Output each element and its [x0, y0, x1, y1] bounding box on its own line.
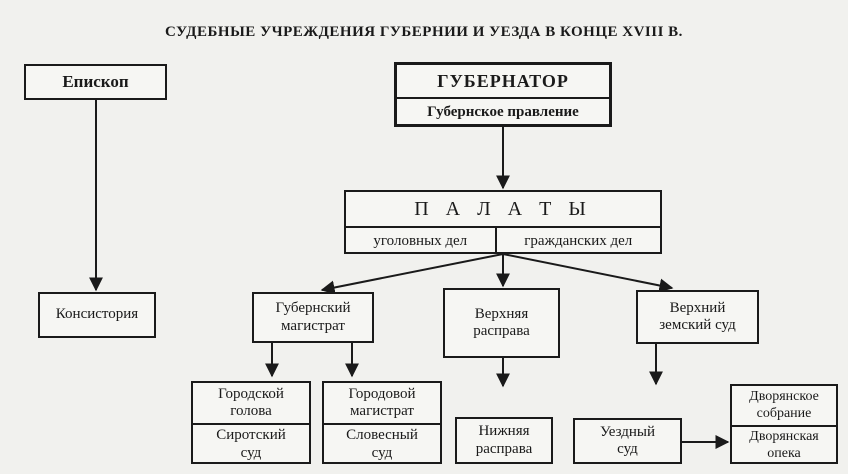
palaty-header: П А Л А Т Ы — [346, 192, 660, 228]
sirotskiy-sud-label: Сиротский суд — [216, 427, 286, 461]
dvoryanskie-stack: Дворянское собрание Дворянская опека — [730, 384, 838, 464]
gub-magistrat-label: Губернский магистрат — [275, 300, 351, 334]
palaty-block: П А Л А Т Ы уголовных дел гражданских де… — [344, 190, 662, 254]
verkhnyaya-rasprava-box: Верхняя расправа — [443, 288, 560, 358]
arrow-palaty-verkhzem — [502, 253, 674, 293]
diagram-title: СУДЕБНЫЕ УЧРЕЖДЕНИЯ ГУБЕРНИИ И УЕЗДА В К… — [165, 24, 683, 40]
consistory-box: Консистория — [38, 292, 156, 338]
dvoryanskoe-sobranie-label: Дворянское собрание — [749, 389, 819, 421]
criminal-label: уголовных дел — [373, 232, 468, 249]
governor-header: ГУБЕРНАТОР — [397, 65, 609, 99]
governor-label: ГУБЕРНАТОР — [437, 70, 569, 91]
dvoryanskaya-opeka-label: Дворянская опека — [749, 429, 819, 461]
arrow-palaty-gubmag — [320, 253, 504, 295]
verkhniy-zemskiy-sud-label: Верхний земский суд — [659, 299, 736, 333]
governor-block: ГУБЕРНАТОР Губернское правление — [394, 62, 612, 127]
palaty-departments: уголовных дел гражданских дел — [346, 228, 660, 254]
gorodovoy-magistrat-cell: Городовой магистрат — [324, 383, 440, 425]
slovesny-sud-label: Словесный суд — [346, 427, 418, 461]
civil-chamber: гражданских дел — [497, 228, 660, 254]
provincial-board-label: Губернское правление — [427, 104, 579, 120]
nizhnyaya-rasprava-label: Нижняя расправа — [475, 423, 533, 457]
verkhnyaya-rasprava-label: Верхняя расправа — [473, 305, 530, 339]
dvoryanskoe-sobranie-cell: Дворянское собрание — [732, 386, 836, 427]
gorodovoy-magistrat-stack: Городовой магистрат Словесный суд — [322, 381, 442, 464]
nizhnyaya-rasprava-box: Нижняя расправа — [455, 417, 553, 464]
bishop-label: Епископ — [62, 72, 129, 92]
gorodskoy-golova-cell: Городской голова — [193, 383, 309, 425]
gorodskoy-golova-stack: Городской голова Сиротский суд — [191, 381, 311, 464]
sirotskiy-sud-cell: Сиротский суд — [193, 425, 309, 464]
consistory-label: Консистория — [55, 306, 139, 323]
civil-label: гражданских дел — [524, 232, 633, 249]
bishop-box: Епископ — [24, 64, 167, 100]
gub-magistrat-box: Губернский магистрат — [252, 292, 374, 343]
slovesny-sud-cell: Словесный суд — [324, 425, 440, 464]
verkhniy-zemskiy-sud-box: Верхний земский суд — [636, 290, 759, 344]
dvoryanskaya-opeka-cell: Дворянская опека — [732, 427, 836, 464]
gorodovoy-magistrat-label: Городовой магистрат — [348, 385, 416, 419]
gorodskoy-golova-label: Городской голова — [218, 385, 284, 419]
uezdny-sud-box: Уездный суд — [573, 418, 682, 464]
provincial-board: Губернское правление — [397, 99, 609, 126]
uezdny-sud-label: Уездный суд — [599, 423, 656, 457]
palaty-label: П А Л А Т Ы — [414, 197, 592, 220]
criminal-chamber: уголовных дел — [346, 228, 497, 254]
